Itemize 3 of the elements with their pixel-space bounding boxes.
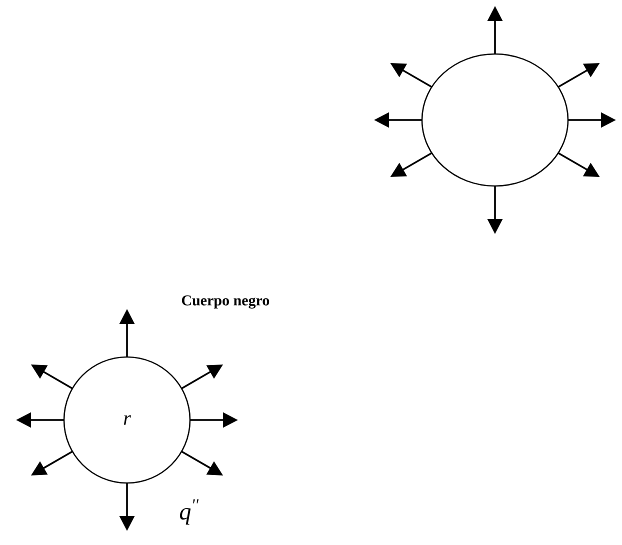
body-label: Cuerpo negro xyxy=(182,295,270,309)
circle xyxy=(421,53,569,187)
flux-symbol: q$^{''}$ xyxy=(180,499,199,525)
